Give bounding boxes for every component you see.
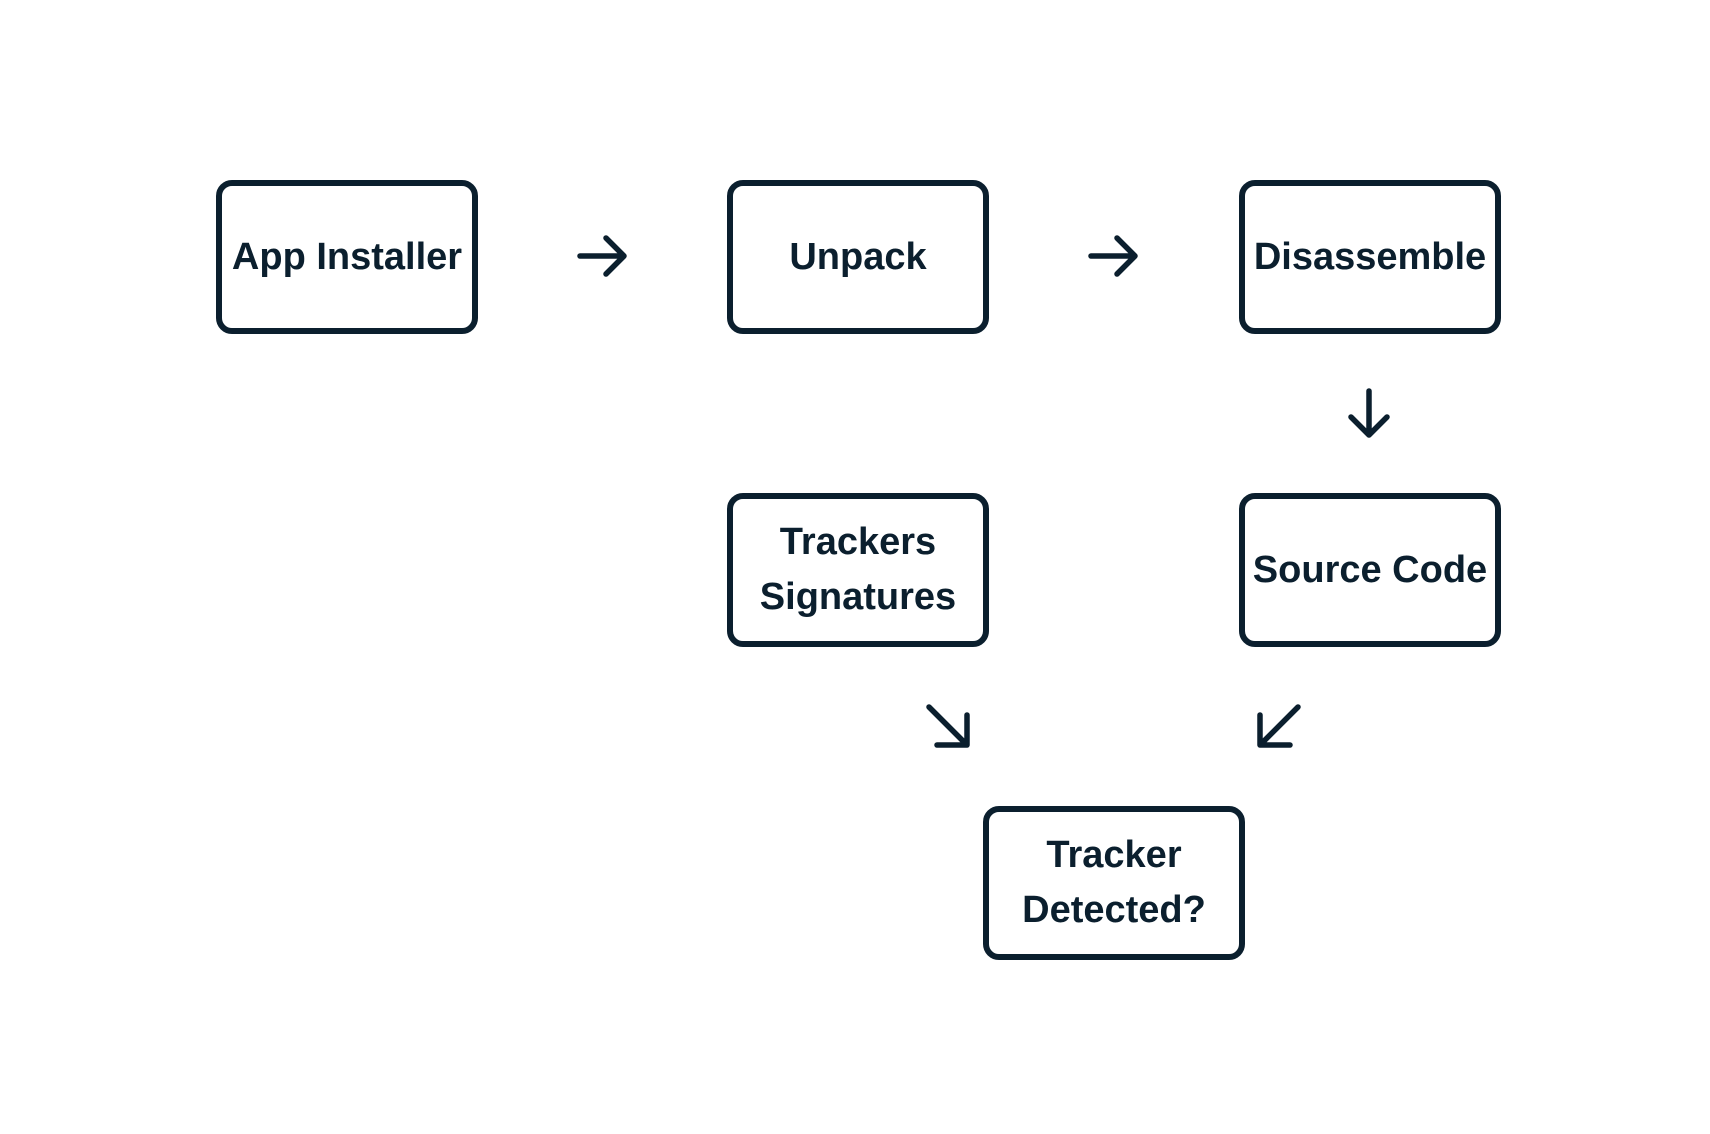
arrow-down-icon xyxy=(1339,383,1399,443)
node-label: Source Code xyxy=(1252,548,1488,591)
node-label: Disassemble xyxy=(1253,235,1487,278)
node-app-installer: App Installer xyxy=(216,180,478,334)
node-label: Trackers Signatures xyxy=(760,515,956,625)
node-unpack: Unpack xyxy=(727,180,989,334)
node-tracker-detected: Tracker Detected? xyxy=(983,806,1245,960)
node-label-line: Trackers xyxy=(779,521,937,563)
arrow-down-right-icon xyxy=(918,696,978,756)
node-label: Tracker Detected? xyxy=(1022,828,1206,938)
node-label-line: Detected? xyxy=(1022,889,1206,931)
node-label: Unpack xyxy=(789,235,927,278)
arrow-down-left-icon xyxy=(1249,696,1309,756)
node-label-line: Signatures xyxy=(759,576,957,618)
node-disassemble: Disassemble xyxy=(1239,180,1501,334)
arrow-right-icon xyxy=(1083,226,1143,286)
node-trackers-signatures: Trackers Signatures xyxy=(727,493,989,647)
arrow-right-icon xyxy=(572,226,632,286)
node-source-code: Source Code xyxy=(1239,493,1501,647)
node-label-line: Tracker xyxy=(1046,834,1182,876)
node-label: App Installer xyxy=(231,235,463,278)
